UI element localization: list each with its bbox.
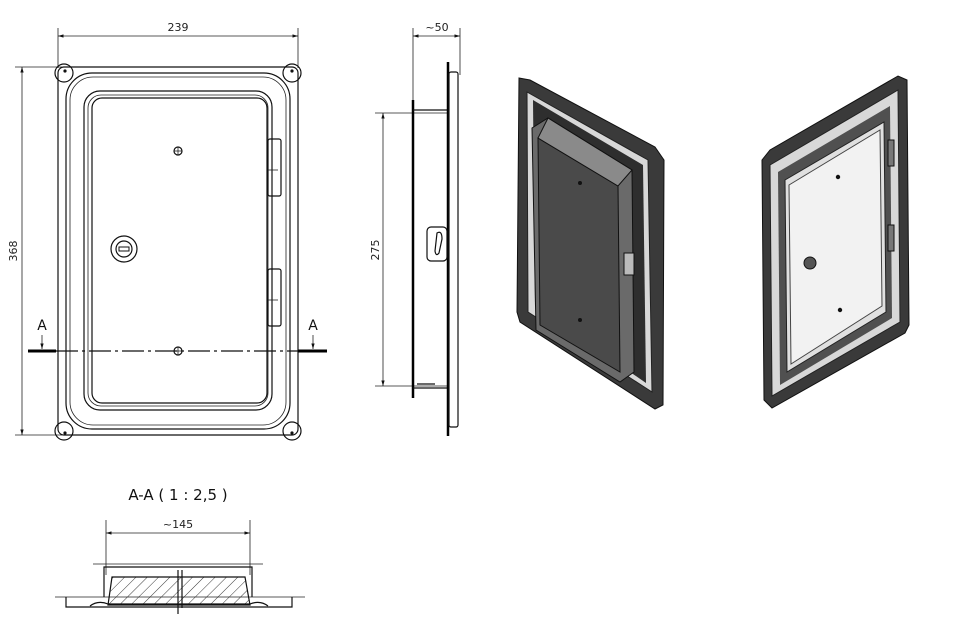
isometric-view-rear xyxy=(516,77,665,410)
width-dimension-label: 239 xyxy=(168,21,189,34)
height-dimension: 368 xyxy=(7,66,62,436)
section-title: A-A ( 1 : 2,5 ) xyxy=(128,486,227,504)
frame-plate xyxy=(57,66,299,436)
hatched-section xyxy=(107,576,251,606)
height-dimension-label: 368 xyxy=(7,241,20,262)
mounting-lugs xyxy=(54,63,302,441)
hinges xyxy=(267,138,282,327)
opening-height-dimension: 275 xyxy=(369,112,448,387)
isometric-view-front xyxy=(761,75,910,409)
latch xyxy=(426,226,448,262)
opening-height-dimension-label: 275 xyxy=(369,240,382,261)
width-dimension: 239 xyxy=(57,21,299,68)
door-panel xyxy=(91,97,268,404)
door-outline xyxy=(83,90,273,411)
section-view: A-A ( 1 : 2,5 ) ~145 xyxy=(55,486,305,614)
lock-knob-icon xyxy=(110,235,138,263)
front-view: 239 368 xyxy=(7,21,327,441)
frame-flange xyxy=(448,71,459,428)
section-line: A A xyxy=(28,318,327,353)
section-marker-left: A xyxy=(37,318,47,334)
depth-dimension: ~50 xyxy=(412,21,461,100)
screw-icon xyxy=(173,146,183,156)
section-width-label: ~145 xyxy=(163,518,193,531)
depth-dimension-label: ~50 xyxy=(425,21,448,34)
section-width-dimension: ~145 xyxy=(105,518,251,575)
side-view: ~50 275 xyxy=(369,21,461,436)
frame-outer xyxy=(65,72,291,430)
section-marker-right: A xyxy=(308,318,318,334)
